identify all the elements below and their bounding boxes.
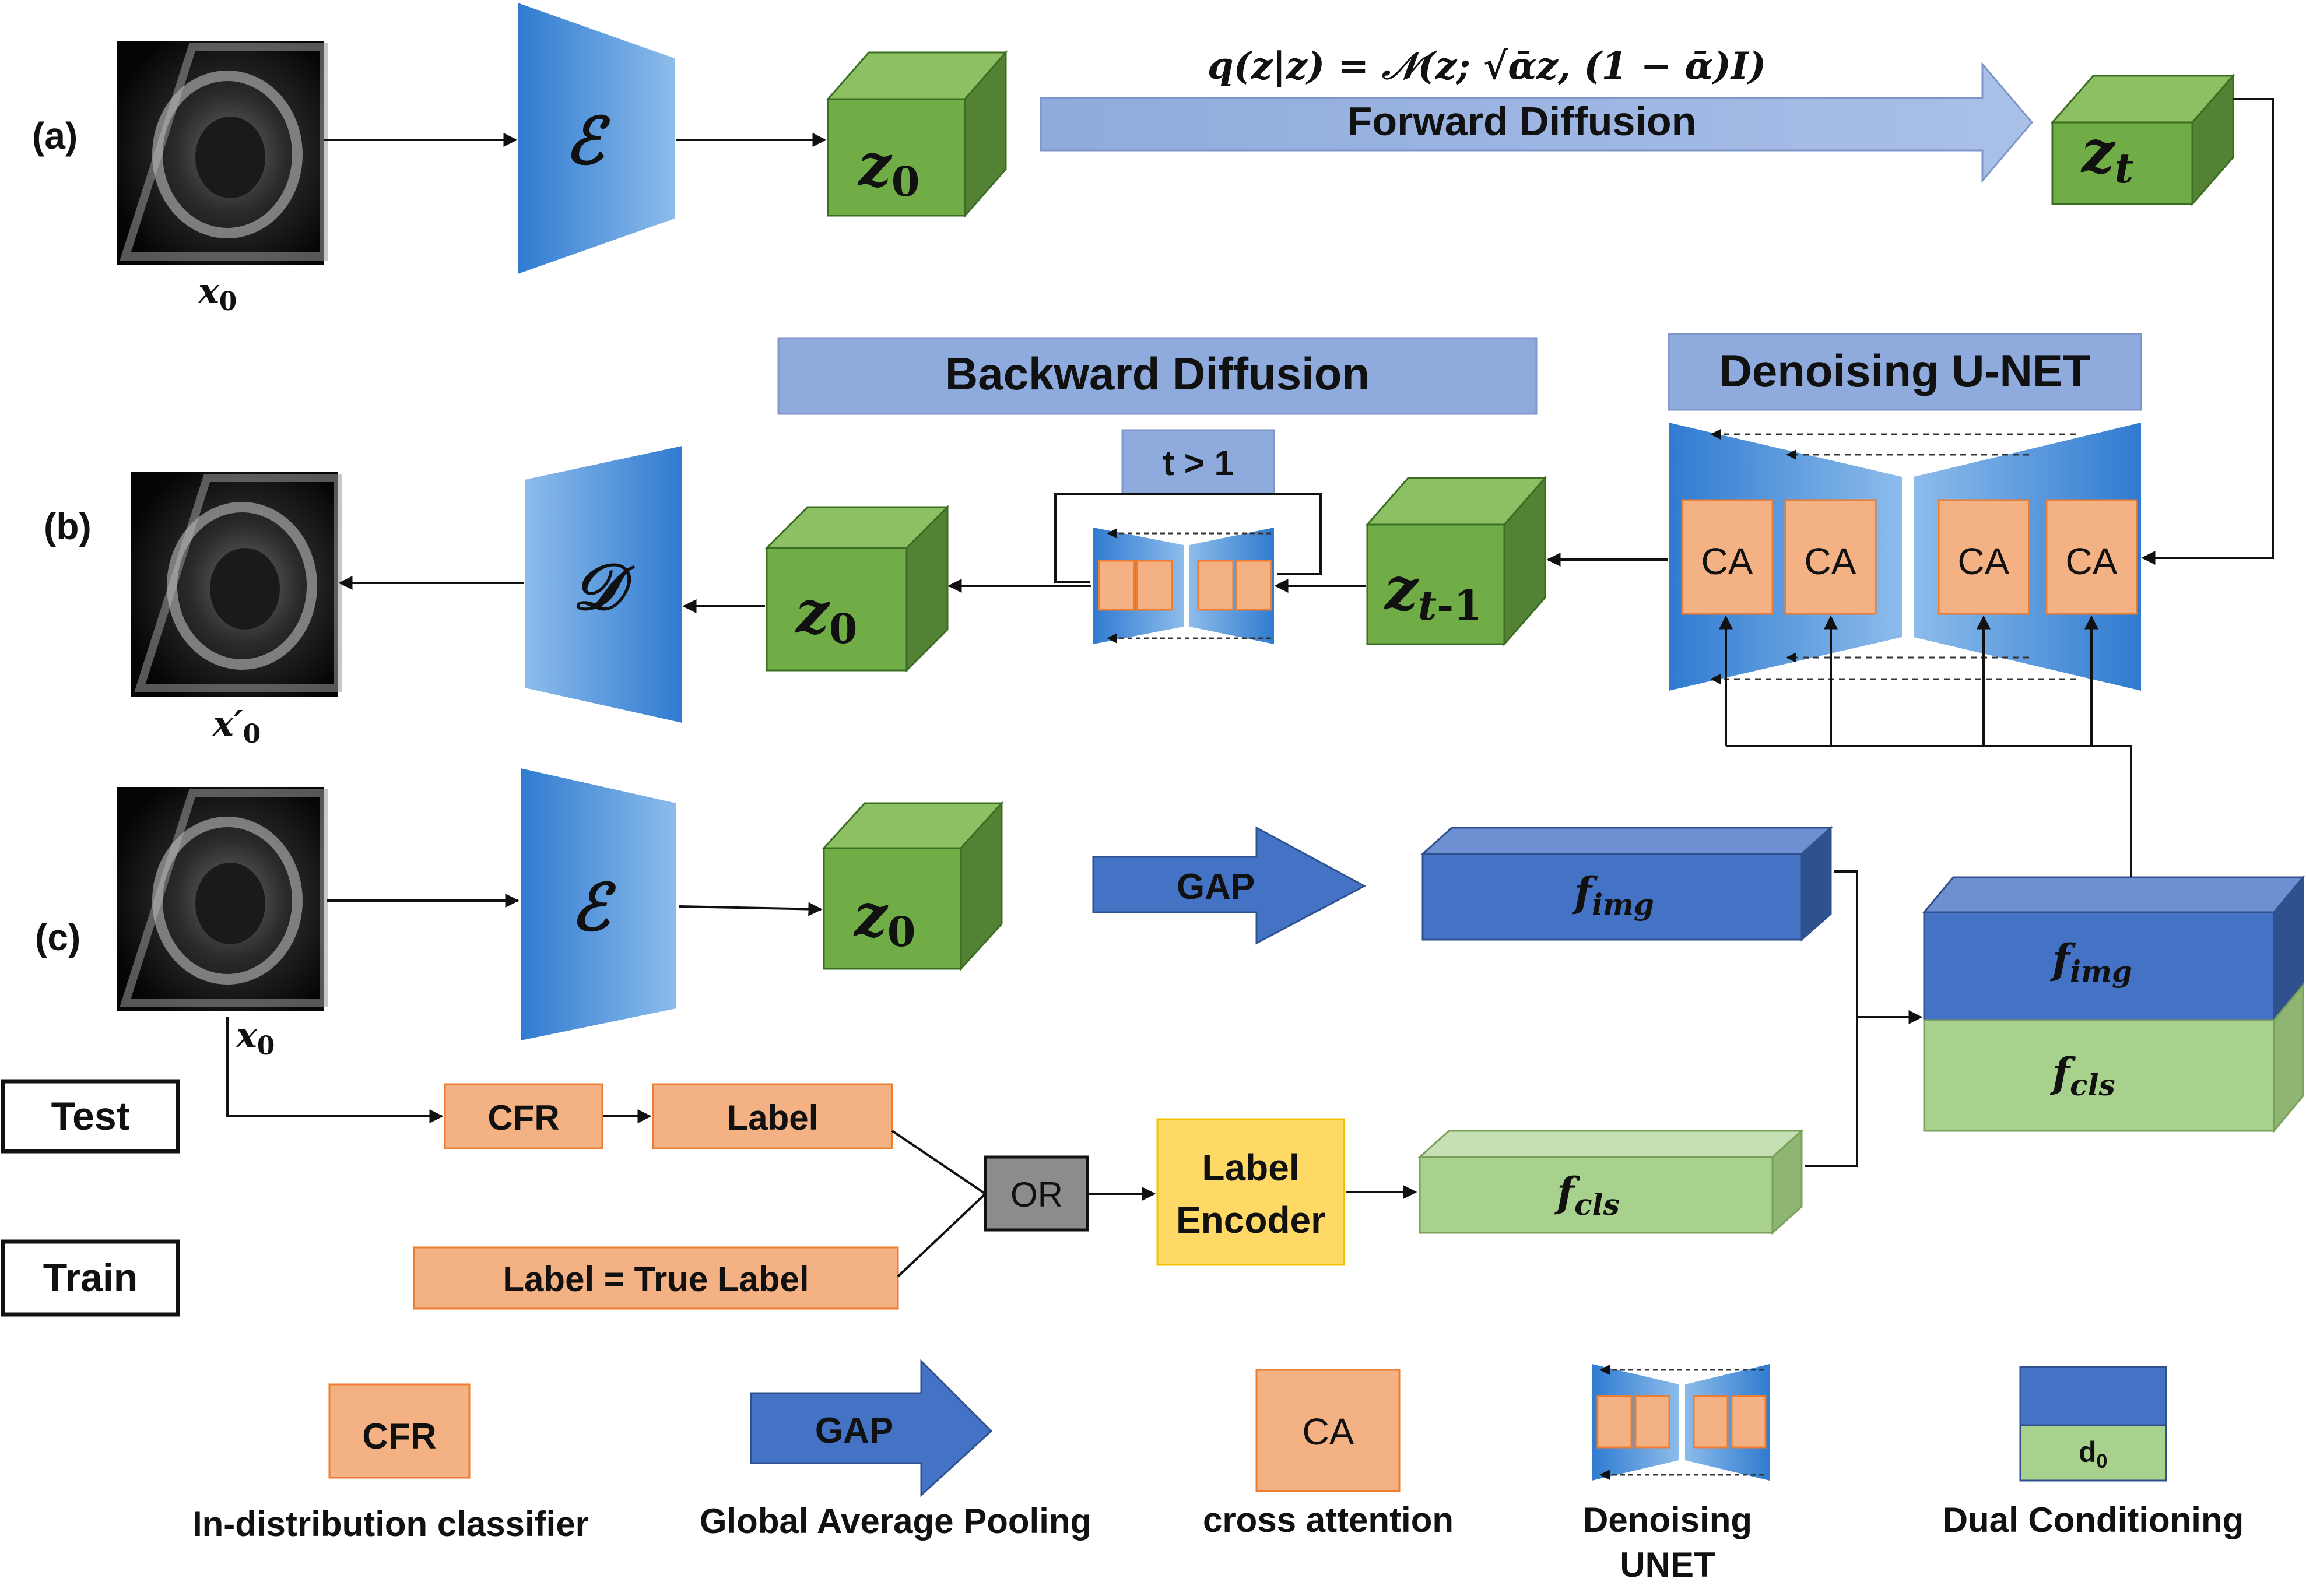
svg-text:CA: CA bbox=[2066, 540, 2118, 582]
decoder-b: 𝒟 bbox=[525, 446, 682, 723]
svg-text:Label: Label bbox=[727, 1098, 819, 1137]
latent-cube-zt-minus-1: zt-1 bbox=[1365, 476, 1547, 646]
svg-text:Dual Conditioning: Dual Conditioning bbox=[1943, 1500, 2244, 1539]
svg-text:In-distribution classifier: In-distribution classifier bbox=[192, 1504, 589, 1544]
x0-caption-c: x0 bbox=[235, 1015, 275, 1061]
encoder-symbol-c: ℰ bbox=[571, 870, 617, 945]
svg-text:Denoising: Denoising bbox=[1583, 1500, 1752, 1539]
denoising-unet: CA CA CA CA bbox=[1669, 423, 2141, 691]
svg-text:Train: Train bbox=[43, 1256, 138, 1300]
xprime-caption: x′0 bbox=[212, 704, 261, 749]
svg-text:CA: CA bbox=[1303, 1411, 1354, 1453]
svg-text:OR: OR bbox=[1010, 1175, 1063, 1214]
legend: CFR In-distribution classifier GAP Globa… bbox=[192, 1359, 2244, 1584]
feature-bar-img: fimg bbox=[1420, 825, 1833, 942]
svg-text:zt: zt bbox=[2080, 117, 2133, 192]
ultrasound-image-c bbox=[117, 787, 328, 1011]
svg-text:Label = True Label: Label = True Label bbox=[503, 1260, 809, 1299]
svg-text:z0: z0 bbox=[857, 131, 920, 206]
backward-diffusion-banner: Backward Diffusion bbox=[777, 337, 1538, 415]
true-label-box: Label = True Label bbox=[413, 1246, 899, 1310]
legend-cfr: CFR In-distribution classifier bbox=[192, 1383, 589, 1544]
label-encoder-box: Label Encoder bbox=[1156, 1118, 1345, 1266]
latent-cube-z0-a: z0 bbox=[826, 50, 1008, 218]
t-greater-1-box: t > 1 bbox=[1121, 429, 1275, 495]
forward-diffusion-formula: q(z|z) = 𝒩(z; √ᾱz, (1 − ᾱ)I) bbox=[1208, 44, 1766, 88]
encoder-a: ℰ bbox=[518, 3, 675, 274]
latent-cube-zt: zt bbox=[2050, 73, 2235, 206]
svg-text:t > 1: t > 1 bbox=[1163, 444, 1234, 483]
panel-label-b: (b) bbox=[44, 505, 92, 547]
svg-text:Encoder: Encoder bbox=[1176, 1199, 1325, 1241]
panel-label-c: (c) bbox=[35, 916, 80, 958]
cross-attention-block-2: CA bbox=[1784, 499, 1877, 615]
svg-text:z0: z0 bbox=[853, 881, 916, 956]
svg-text:Backward Diffusion: Backward Diffusion bbox=[945, 348, 1370, 399]
svg-text:d0: d0 bbox=[2079, 1436, 2107, 1472]
or-box: OR bbox=[984, 1155, 1089, 1232]
svg-text:Label: Label bbox=[1202, 1147, 1299, 1189]
forward-diffusion-label: Forward Diffusion bbox=[1347, 99, 1697, 144]
train-box: Train bbox=[1, 1239, 180, 1317]
encoder-c: ℰ bbox=[521, 768, 676, 1040]
encoder-symbol: ℰ bbox=[565, 103, 611, 178]
cfr-box: CFR bbox=[444, 1083, 603, 1149]
cross-attention-block-3: CA bbox=[1938, 499, 2030, 615]
small-unet bbox=[1093, 528, 1274, 644]
cross-attention-block-4: CA bbox=[2045, 499, 2138, 615]
denoising-unet-banner: Denoising U-NET bbox=[1668, 333, 2142, 411]
x0-caption-a: x0 bbox=[197, 271, 237, 317]
panel-label-a: (a) bbox=[32, 115, 78, 157]
label-box: Label bbox=[652, 1083, 893, 1149]
legend-unet: Denoising UNET bbox=[1583, 1364, 1770, 1584]
svg-text:cross attention: cross attention bbox=[1203, 1500, 1454, 1539]
latent-cube-z0-c: z0 bbox=[822, 801, 1004, 971]
svg-text:UNET: UNET bbox=[1620, 1545, 1715, 1584]
feature-bar-cls: fcls bbox=[1417, 1129, 1804, 1235]
svg-text:fimg: fimg bbox=[2049, 935, 2132, 989]
svg-text:CFR: CFR bbox=[362, 1416, 436, 1457]
svg-text:Test: Test bbox=[51, 1094, 130, 1138]
svg-text:Denoising U-NET: Denoising U-NET bbox=[1719, 345, 2091, 396]
svg-text:GAP: GAP bbox=[815, 1411, 893, 1451]
svg-text:CA: CA bbox=[1701, 540, 1753, 582]
legend-gap: GAP Global Average Pooling bbox=[700, 1359, 1091, 1541]
svg-text:CA: CA bbox=[1805, 540, 1856, 582]
ultrasound-image-a bbox=[117, 41, 328, 265]
legend-ca: CA cross attention bbox=[1203, 1369, 1454, 1539]
svg-text:Global Average Pooling: Global Average Pooling bbox=[700, 1502, 1091, 1541]
svg-text:z0: z0 bbox=[795, 578, 858, 653]
test-box: Test bbox=[1, 1079, 180, 1154]
legend-dual-conditioning: d0 Dual Conditioning bbox=[1943, 1366, 2244, 1539]
svg-text:fimg: fimg bbox=[1571, 868, 1654, 922]
ultrasound-image-b bbox=[131, 472, 342, 697]
dual-conditioning-stack: fimg fcls bbox=[1922, 874, 2305, 1134]
connectors bbox=[226, 98, 2274, 1278]
svg-text:zt-1: zt-1 bbox=[1384, 554, 1482, 630]
latent-cube-z0-b: z0 bbox=[764, 505, 950, 673]
gap-arrow: GAP bbox=[1092, 826, 1367, 945]
cross-attention-block-1: CA bbox=[1681, 499, 1774, 615]
svg-text:GAP: GAP bbox=[1177, 867, 1255, 907]
svg-text:CFR: CFR bbox=[487, 1098, 559, 1137]
svg-text:CA: CA bbox=[1958, 540, 2010, 582]
forward-diffusion-arrow: Forward Diffusion bbox=[1040, 61, 2033, 184]
